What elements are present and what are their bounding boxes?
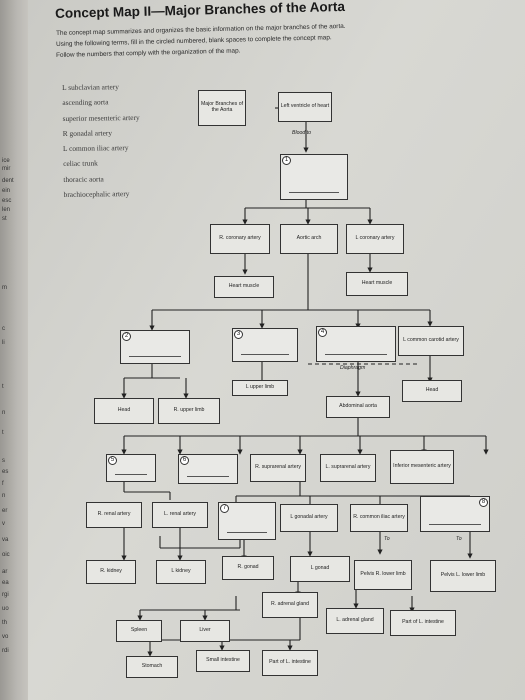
box-l-kidney: L kidney — [156, 560, 206, 584]
number-marker-6: 6 — [180, 456, 189, 465]
box-inferior-mesenteric: Inferior mesenteric artery — [390, 450, 454, 484]
blank-7[interactable]: 7 — [218, 502, 276, 540]
box-l-renal: L. renal artery — [152, 502, 208, 528]
label-blood-to: Blood to — [292, 130, 312, 136]
left-page-fragment: er — [2, 508, 8, 514]
left-page-fragment: s — [2, 458, 5, 464]
left-page-fragment: ea — [2, 580, 9, 586]
box-liver: Liver — [180, 620, 230, 642]
box-r-common-iliac: R. common iliac artery — [350, 504, 408, 532]
box-abdominal-aorta: Abdominal aorta — [326, 396, 390, 418]
box-r-upper-limb: R. upper limb — [158, 398, 220, 424]
box-r-coronary: R. coronary artery — [210, 224, 270, 254]
page-edge — [0, 0, 28, 700]
box-small-intestine: Small intestine — [196, 650, 250, 672]
left-page-fragment: n — [2, 493, 6, 499]
left-page-fragment: n — [2, 410, 6, 416]
box-stomach: Stomach — [126, 656, 178, 678]
box-l-adrenal: L. adrenal gland — [326, 608, 384, 634]
box-part-of-l-intestine-bottom: Part of L. intestine — [262, 650, 318, 676]
number-marker-8: 8 — [479, 498, 488, 507]
label-diaphragm: Diaphragm — [340, 365, 366, 371]
blank-5[interactable]: 5 — [106, 454, 156, 482]
left-page-fragment: t — [2, 384, 4, 390]
left-page-fragment: oic — [2, 552, 10, 558]
box-r-gonad: R. gonad — [222, 556, 274, 580]
number-marker-1: 1 — [282, 156, 291, 165]
left-page-fragment: va — [2, 537, 9, 543]
number-marker-3: 3 — [234, 330, 243, 339]
box-aortic-arch: Aortic arch — [280, 224, 338, 254]
blank-2[interactable]: 2 — [120, 330, 190, 364]
box-pelvis-l-lower-limb: Pelvis L. lower limb — [430, 560, 496, 592]
number-marker-7: 7 — [220, 504, 229, 513]
box-head-left: Head — [94, 398, 154, 424]
left-page-fragment: es — [2, 469, 9, 475]
box-r-suprarenal: R. suprarenal artery — [250, 454, 306, 482]
number-marker-4: 4 — [318, 328, 327, 337]
left-page-fragment: ar — [2, 569, 8, 575]
left-page-fragment: li — [2, 340, 5, 346]
left-page-fragment: th — [2, 620, 8, 626]
left-page-fragment: esc — [2, 198, 12, 204]
box-l-coronary: L coronary artery — [346, 224, 404, 254]
box-r-renal: R. renal artery — [86, 502, 142, 528]
left-page-fragment: uo — [2, 606, 9, 612]
box-r-adrenal: R. adrenal gland — [262, 592, 318, 618]
blank-4[interactable]: 4 — [316, 326, 396, 362]
label-to-right: To — [456, 536, 462, 542]
box-pelvis-r-lower-limb: Pelvis R. lower limb — [354, 560, 412, 590]
number-marker-5: 5 — [108, 456, 117, 465]
box-heart-muscle-left: Heart muscle — [214, 276, 274, 298]
left-page-fragment: vo — [2, 634, 9, 640]
left-page-fragment: st — [2, 216, 7, 222]
left-page-fragment: v — [2, 521, 5, 527]
box-l-upper-limb: L upper limb — [232, 380, 288, 396]
number-marker-2: 2 — [122, 332, 131, 341]
label-to-left: To — [384, 536, 390, 542]
box-spleen: Spleen — [116, 620, 162, 642]
left-page-fragment: m — [2, 285, 7, 291]
box-l-gonad: L gonad — [290, 556, 350, 582]
left-page-fragment: ice — [2, 158, 10, 164]
box-r-kidney: R. kidney — [86, 560, 136, 584]
box-part-of-l-intestine-right: Part of L. intestine — [390, 610, 456, 636]
box-left-ventricle: Left ventricle of heart — [278, 92, 332, 122]
left-page-fragment: c — [2, 326, 5, 332]
box-head-right: Head — [402, 380, 462, 402]
blank-3[interactable]: 3 — [232, 328, 298, 362]
box-heart-muscle-right: Heart muscle — [346, 272, 408, 296]
left-page-fragment: rgi — [2, 592, 9, 598]
left-page-fragment: f — [2, 481, 4, 487]
blank-1[interactable]: 1 — [280, 154, 348, 200]
box-major-branches: Major Branches of the Aorta — [198, 90, 246, 126]
blank-8[interactable]: 8 — [420, 496, 490, 532]
box-l-common-carotid: L common carotid artery — [398, 326, 464, 356]
left-page-fragment: dent — [2, 178, 14, 184]
box-l-gonadal: L gonadal artery — [280, 504, 338, 532]
box-l-suprarenal: L. suprarenal artery — [320, 454, 376, 482]
left-page-fragment: t — [2, 430, 4, 436]
blank-6[interactable]: 6 — [178, 454, 238, 484]
left-page-fragment: rdi — [2, 648, 9, 654]
left-page-fragment: mir — [2, 166, 11, 172]
left-page-fragment: ein — [2, 188, 11, 194]
left-page-fragment: len — [2, 207, 11, 213]
